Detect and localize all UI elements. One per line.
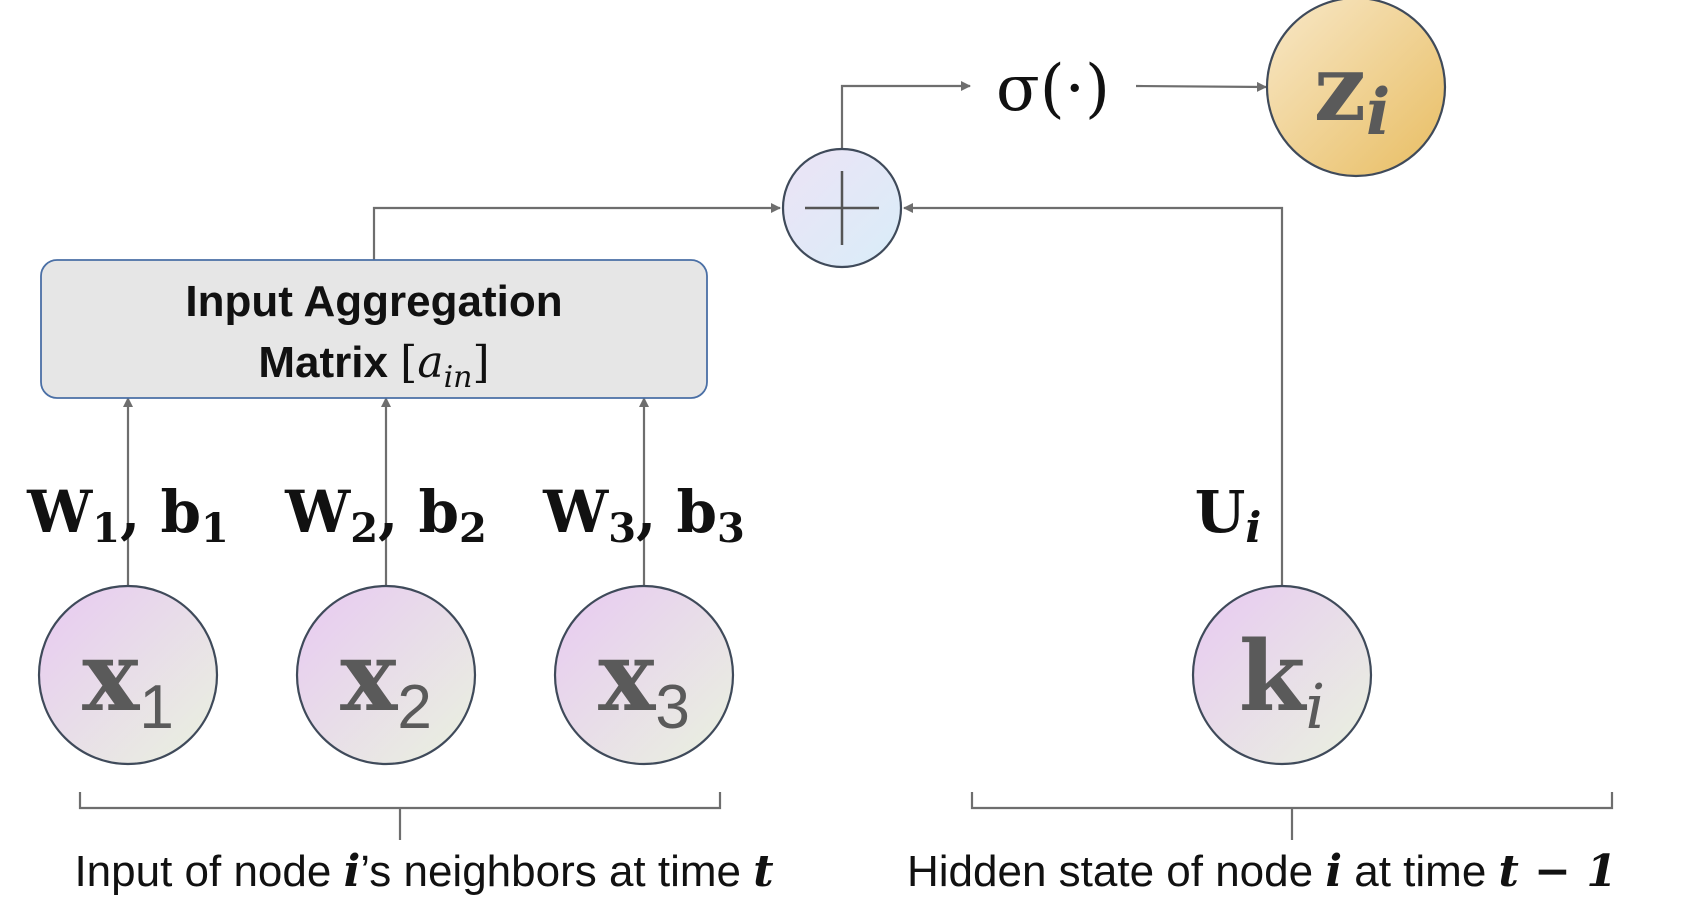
connector-lines — [123, 81, 1284, 588]
arrow-box-to-sum — [372, 203, 781, 260]
arrow-k-to-sum — [903, 203, 1284, 588]
left-caption: Input of node i’s neighbors at time t — [74, 846, 773, 897]
input-node-x3: x3 — [553, 584, 735, 766]
weight-label-2: W2, b2 — [284, 478, 487, 552]
right-brace — [970, 792, 1614, 840]
hidden-node-label: ki — [1239, 620, 1325, 743]
input-node-x1-label: x1 — [82, 620, 174, 742]
weight-label-1: W1, b1 — [26, 478, 229, 552]
weight-label-3: W3, b3 — [542, 478, 745, 552]
input-node-x1: x1 — [37, 584, 219, 766]
right-caption: Hidden state of node i at time t − 1 — [907, 846, 1617, 897]
input-node-x2-label: x2 — [340, 620, 432, 742]
weight-label-u: Ui — [1195, 478, 1262, 552]
input-node-x3-label: x3 — [598, 620, 690, 742]
input-aggregation-box: Input Aggregation Matrix [ain] — [40, 259, 708, 399]
aggregation-title: Input Aggregation — [185, 277, 562, 326]
aggregation-subtitle: Matrix [ain] — [258, 337, 489, 395]
arrow-sum-to-sigma — [840, 81, 971, 148]
activation-label: σ(·) — [996, 52, 1110, 126]
output-node-label: zi — [1314, 34, 1391, 150]
left-brace — [78, 792, 722, 840]
input-node-x2: x2 — [295, 584, 477, 766]
arrow-sigma-to-z — [1135, 81, 1267, 92]
hidden-node-k: ki — [1191, 584, 1373, 766]
sum-node — [781, 147, 903, 269]
output-node-z: zi — [1265, 0, 1447, 178]
